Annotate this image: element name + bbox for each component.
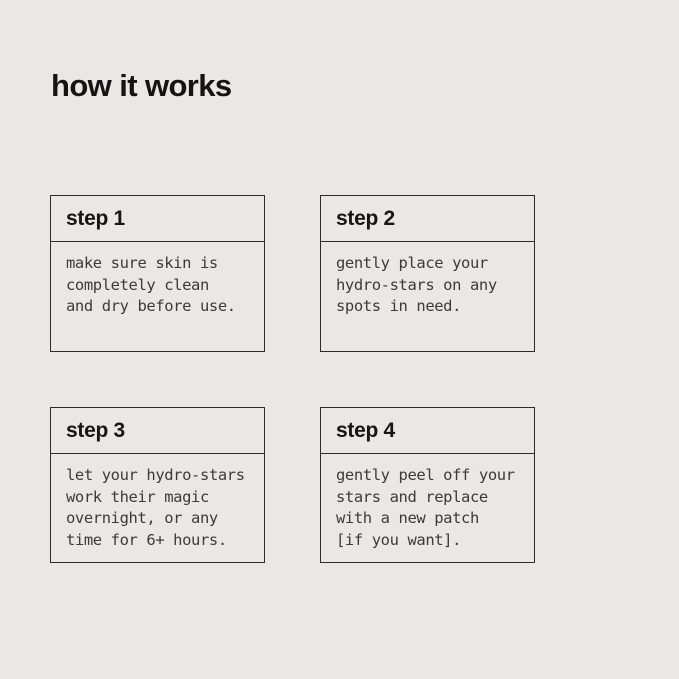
step-card-2: step 2 gently place your hydro-stars on …: [320, 195, 535, 352]
step-label: step 1: [66, 206, 125, 230]
step-body: gently peel off your stars and replace w…: [336, 466, 515, 549]
step-body: make sure skin is completely clean and d…: [66, 254, 236, 315]
step-body: let your hydro-stars work their magic ov…: [66, 466, 245, 549]
step-card-header: step 4: [321, 408, 534, 454]
step-card-header: step 3: [51, 408, 264, 454]
step-card-header: step 2: [321, 196, 534, 242]
step-label: step 2: [336, 206, 395, 230]
step-card-4: step 4 gently peel off your stars and re…: [320, 407, 535, 563]
step-card-1: step 1 make sure skin is completely clea…: [50, 195, 265, 352]
step-card-3: step 3 let your hydro-stars work their m…: [50, 407, 265, 563]
step-label: step 3: [66, 418, 125, 442]
step-label: step 4: [336, 418, 395, 442]
step-body: gently place your hydro-stars on any spo…: [336, 254, 497, 315]
page-title: how it works: [51, 68, 232, 103]
step-card-header: step 1: [51, 196, 264, 242]
